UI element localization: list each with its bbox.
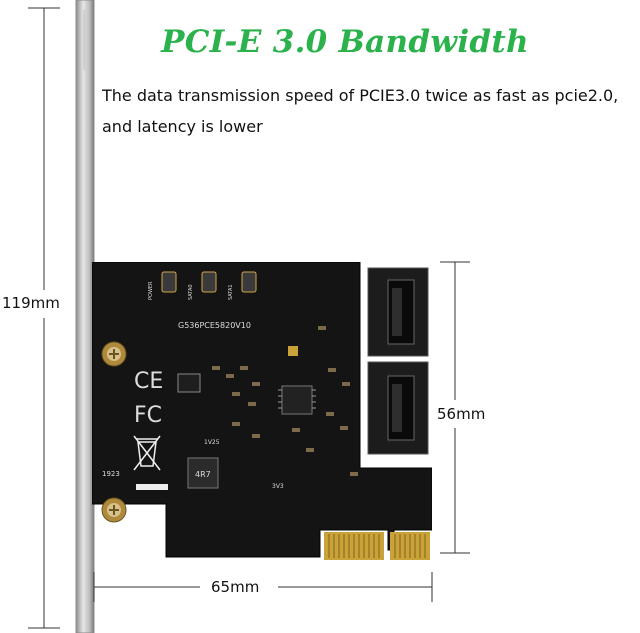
sata-connector-1: [367, 267, 429, 357]
controller-chip: [278, 385, 316, 415]
fcc-mark: FC: [134, 403, 162, 428]
sata-connector-2: [367, 361, 429, 455]
height-dimension-label: 119mm: [2, 294, 60, 312]
pcb-board: [92, 262, 432, 558]
gold-fingers: [324, 532, 430, 560]
ce-mark: CE: [134, 369, 163, 394]
product-title: PCI-E 3.0 Bandwidth: [161, 24, 529, 60]
date-code: 1923: [102, 470, 120, 478]
crystal-component: [288, 346, 298, 356]
led-label-sata0: SATA0: [188, 284, 194, 300]
bin-bar: [136, 484, 168, 490]
width-dimension-label: 65mm: [211, 578, 260, 596]
led-label-power: POWER: [148, 281, 154, 300]
inductor: 4R7: [187, 457, 219, 489]
pcie-card: POWER SATA0 SATA1 G536PCE5820V10: [92, 262, 432, 560]
model-number: G536PCE5820V10: [178, 321, 251, 330]
voltage-label-3v3: 3V3: [272, 483, 284, 490]
voltage-label-1v25: 1V25: [204, 439, 220, 446]
regulator-chip: [177, 373, 201, 393]
led-label-sata1: SATA1: [228, 284, 234, 300]
screw-bottom: [101, 497, 127, 523]
connector-height-dimension-label: 56mm: [437, 405, 486, 423]
weee-bin-icon: [133, 435, 161, 471]
description-text: The data transmission speed of PCIE3.0 t…: [102, 86, 619, 136]
led-indicators: [161, 271, 257, 293]
inductor-label: 4R7: [195, 470, 211, 479]
screw-top: [101, 341, 127, 367]
